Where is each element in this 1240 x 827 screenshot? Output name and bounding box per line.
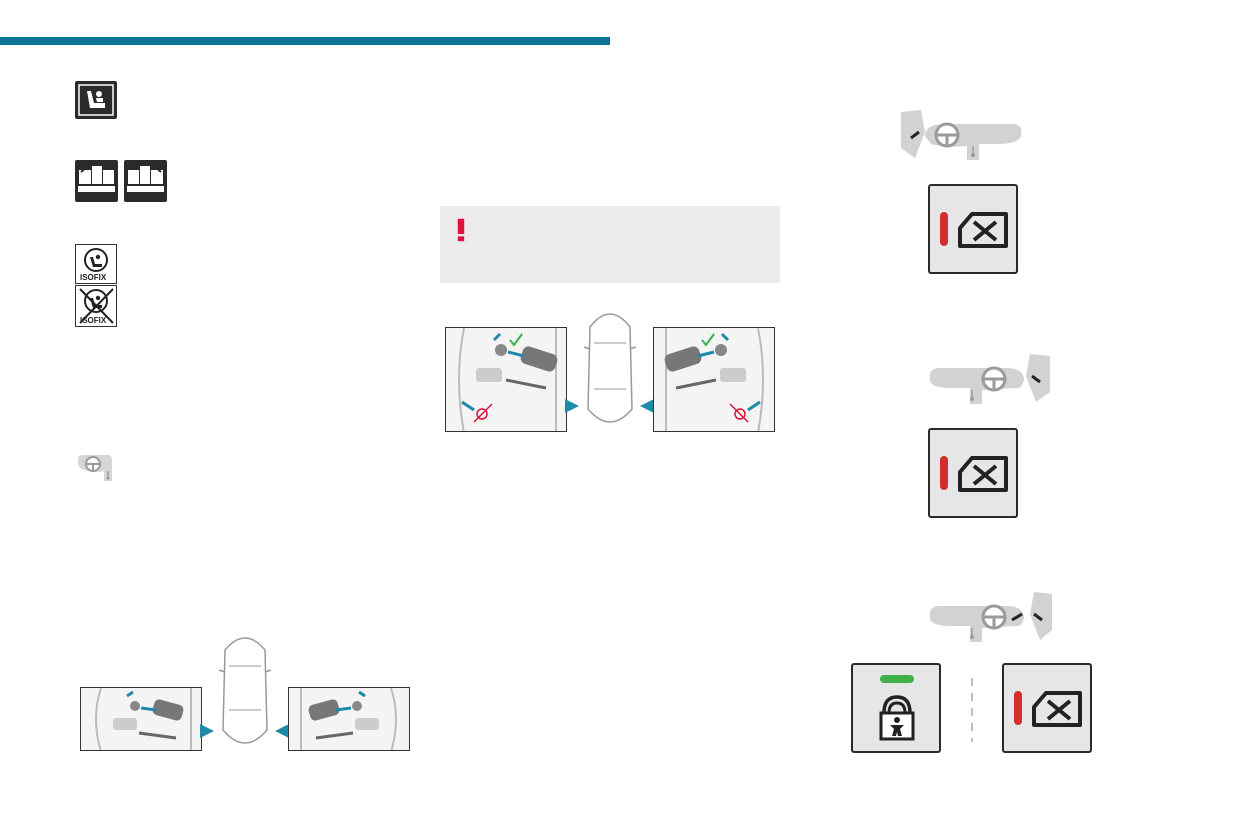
arrow-left-icon-2: [640, 399, 654, 413]
window-lock-icon-2: [958, 456, 1008, 492]
child-seat-icon: [75, 81, 117, 119]
child-lock-icon: [879, 695, 915, 741]
child-lock-button[interactable]: [851, 663, 941, 753]
warning-exclamation-icon: [457, 218, 465, 242]
arrow-right-icon: [200, 724, 214, 738]
arrow-right-icon-2: [565, 399, 579, 413]
isofix-crossed-icon: ISOFIX: [75, 285, 117, 327]
window-lock-icon: [958, 212, 1008, 248]
door-detail-right-2: [653, 327, 775, 432]
isofix-label: ISOFIX: [80, 273, 107, 282]
car-top-view: [218, 637, 272, 744]
window-lock-button-front-right[interactable]: [928, 428, 1018, 518]
indicator-led-red: [940, 212, 948, 246]
steering-wheel-icon: [76, 455, 120, 483]
warning-note: [440, 206, 780, 283]
divider-dashed: [971, 678, 973, 742]
door-key-illustration-2: [445, 305, 775, 432]
indicator-led-red-3: [1014, 691, 1022, 725]
door-detail-left: [80, 687, 202, 751]
car-top-view-2: [583, 313, 637, 423]
window-lock-icon-3: [1032, 691, 1082, 727]
door-key-illustration-1: [80, 630, 410, 752]
car-dash-driver-door-open: [901, 110, 1022, 160]
car-dash-passenger-door-open: [929, 354, 1050, 404]
isofix-icon: ISOFIX: [75, 244, 117, 284]
arrow-left-icon: [275, 724, 289, 738]
rear-seat-left-icon: [75, 160, 118, 202]
window-lock-button-front-left[interactable]: [928, 184, 1018, 274]
rear-seat-right-icon: [124, 160, 167, 202]
header-rule: [0, 37, 610, 45]
indicator-led-green: [880, 675, 914, 683]
door-detail-left-2: [445, 327, 567, 432]
window-lock-button-rear[interactable]: [1002, 663, 1092, 753]
door-detail-right: [288, 687, 410, 751]
indicator-led-red-2: [940, 456, 948, 490]
isofix-crossed-label: ISOFIX: [80, 316, 107, 325]
car-dash-rear-doors-open: [929, 592, 1052, 642]
